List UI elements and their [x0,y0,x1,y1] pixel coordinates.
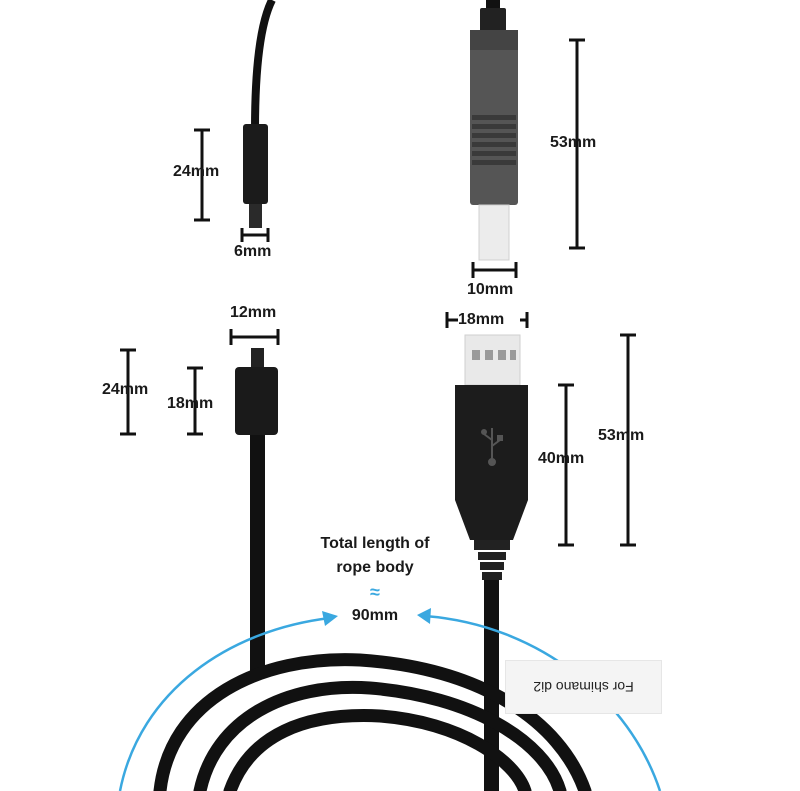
pin-cable [251,0,276,131]
usb-a-cable [484,580,499,791]
usb-b-height-label: 53mm [550,134,597,151]
cable-length-caption: Total length of rope body ≈ 90mm [300,532,450,628]
coiled-cable [153,653,592,791]
plug-width-label: 12mm [230,304,277,321]
usb-b-grip [472,115,516,165]
pin-tip [249,204,262,228]
arrow-heads [322,608,431,626]
usb-a-ribs [474,540,510,580]
usb-a-width-label: 18mm [458,311,505,328]
usb-b-width-label: 10mm [467,281,514,298]
cable-length-value: 90mm [351,607,399,624]
plug-housing [235,367,278,435]
cable-tag: For shimano di2 [505,660,662,714]
plug-body-label: 18mm [167,395,214,412]
usb-a-body-label: 40mm [538,450,585,467]
pin-length-label: 24mm [173,163,220,180]
caption-line-1: Total length of [320,535,430,552]
plug-body-bracket [187,366,203,436]
cable-tag-text: For shimano di2 [533,679,634,695]
plug-cable [250,435,265,675]
usb-b-height-bracket [569,38,585,250]
pin-width-bracket [240,228,270,242]
usb-b-metal [478,204,510,261]
usb-icon [481,428,503,466]
usb-a-width-bracket [445,312,529,328]
plug-total-label: 24mm [102,381,149,398]
approx-symbol: ≈ [370,582,380,602]
pin-housing [243,124,268,204]
usb-a-body-bracket [558,383,574,547]
plug-tip [251,348,264,368]
caption-line-2: rope body [336,559,414,576]
pin-width-label: 6mm [234,243,272,260]
usb-b-neck [480,8,506,32]
usb-b-width-bracket [471,262,518,278]
plug-total-bracket [120,348,136,436]
plug-width-bracket [229,329,280,345]
pin-length-bracket [194,128,210,222]
usb-b-top-band [470,30,518,50]
usb-a-total-bracket [620,333,636,547]
usb-a-total-label: 53mm [598,427,645,444]
usb-a-slots [472,350,516,360]
